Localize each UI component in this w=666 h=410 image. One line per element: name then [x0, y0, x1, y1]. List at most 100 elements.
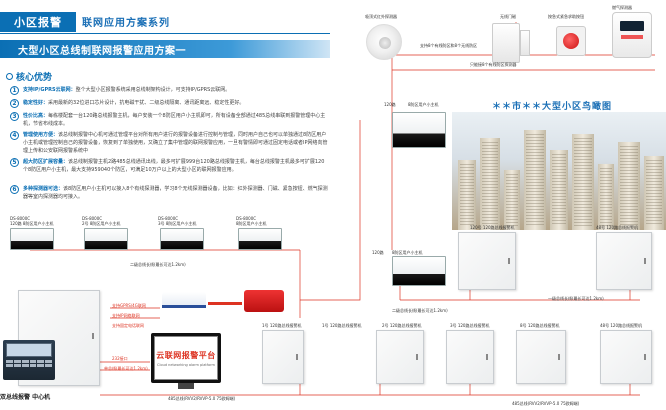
bus-alarm-cabinet — [596, 232, 652, 290]
phone-note: 支持固定电话联网 — [112, 323, 144, 328]
user-host-device — [84, 228, 128, 250]
wireless-label: 无线门磁 — [500, 14, 516, 19]
host-label: 120路 8防区用户小主机 — [10, 221, 54, 226]
emergency-button-icon — [563, 33, 579, 49]
one-line-note: 单总线(最长可达1.2km) — [104, 366, 148, 371]
header-tag: 小区报警 — [0, 12, 76, 32]
advantages-title: 核心优势 — [6, 70, 52, 83]
lan-note: 232接口 — [112, 356, 128, 361]
advantage-title: 性价比高： — [23, 113, 49, 119]
bus-alarm-cabinet — [262, 330, 304, 384]
monitor-stand — [178, 383, 194, 389]
lens-icon — [379, 37, 391, 49]
ceiling-pir-detector — [366, 24, 402, 60]
cabinet-label: 120号 120路总线报警机 — [470, 225, 515, 230]
circle-bullet-icon — [6, 73, 13, 80]
advantage-title: 超大防区扩展容量： — [23, 159, 69, 165]
platform-title: 云联网报警平台 — [156, 350, 216, 360]
gas-detector — [612, 12, 652, 58]
lock-icon — [416, 354, 418, 361]
cloud-platform-monitor: 云联网报警平台 Cloud networking alarm platform — [151, 333, 221, 383]
advantage-number: 5 — [10, 158, 19, 167]
advantages-title-text: 核心优势 — [16, 73, 53, 83]
header-divider — [0, 33, 330, 34]
gprs-note: 支持GPRS/4G联网 — [112, 303, 146, 308]
advantage-item: 5 超大防区扩展容量：该总线制报警主机2路485总线通讯出线，最多可扩展999台… — [10, 158, 328, 174]
bus-485-note-b: 485总线(RVV2/RVVP-5.0 75欧姆端) — [512, 401, 580, 406]
host-model: DS-8000C — [236, 216, 257, 221]
platform-subtitle: Cloud networking alarm platform — [157, 362, 215, 367]
advantage-text: 该总线制报警中心机可通过管理平台对所有用户进行的报警设备进行控制与管理，同时用户… — [23, 132, 328, 154]
advantage-item: 3 性价比高：每栋楼配套一台120路总线报警主机，每户安装一个8防区用户小主机即… — [10, 112, 328, 128]
center-label: 双总线报警 中心机 — [0, 394, 51, 401]
user-host-device — [10, 228, 54, 250]
advantage-item: 2 稳定性好：采用最新的32位进口芯片设计，抗电磁干扰、二级总线隔离、通讯距离远… — [10, 99, 328, 108]
advantage-text: 整个大型小区报警系统采用总线制架构设计，可支持IP/GPRS云联网。 — [75, 87, 231, 93]
advantage-title: 稳定性好： — [23, 100, 49, 106]
host-model: DS-8000C — [10, 216, 31, 221]
wireless-door-sensor — [492, 23, 520, 63]
bus-two-note: 二级总线长线(最长可达1.2km) — [130, 262, 186, 267]
overview-title: ＊＊市＊＊大型小区鸟瞰图 — [492, 102, 613, 112]
user-host-device — [238, 228, 282, 250]
aerial-view-image — [452, 112, 666, 230]
advantage-item: 4 管理使用方便：该总线制报警中心机可通过管理平台对所有用户进行的报警设备进行控… — [10, 131, 328, 155]
unit-sub-label: 8防区用户小主机 — [408, 102, 439, 107]
host-label: 2号 8防区用户小主机 — [82, 221, 121, 226]
cabinet-label: 3号 120路总线报警机 — [450, 323, 490, 328]
advantage-item: 6 多种探测器可选：该8防区用户小主机可以接入8个有线探测器，学习8个无线探测器… — [10, 185, 328, 201]
bus-alarm-cabinet — [600, 330, 652, 384]
panic-button-plate — [556, 26, 586, 56]
advantage-title: 管理使用方便： — [23, 132, 59, 138]
panic-label: 按急式紧急求助按钮 — [548, 14, 584, 19]
lcd-screen — [6, 343, 52, 357]
cabinet-label: 1号 120路总线报警机 — [322, 323, 362, 328]
gas-indicator-icon — [621, 35, 643, 39]
zone-support-note: 支持8个有线防区和8个无线防区 — [420, 43, 478, 48]
unit-count: 120路 — [372, 250, 384, 255]
bus-alarm-cabinet — [458, 232, 516, 290]
bus-alarm-cabinet — [446, 330, 494, 384]
lock-icon — [644, 354, 646, 361]
lock-icon — [486, 354, 488, 361]
cabinet-label: 2号 120路总线报警机 — [382, 323, 422, 328]
host-model: DS-8000C — [82, 216, 103, 221]
cable-note: 只能接8个有线防区探测器 — [470, 62, 517, 67]
solution-banner: 大型小区总线制联网报警应用方案一 — [0, 40, 330, 58]
advantage-title: 支持IP/GPRS云联网： — [23, 87, 76, 93]
header-series: 联网应用方案系列 — [82, 18, 170, 29]
lock-icon — [296, 354, 298, 361]
host-label: 3号 8防区用户小主机 — [158, 221, 197, 226]
center-control-panel — [3, 340, 55, 380]
advantage-text: 每栋楼配套一台120路总线报警主机，每户安装一个8防区用户小主机即可，所有设备全… — [23, 113, 326, 127]
advantage-number: 1 — [10, 86, 19, 95]
advantage-number: 2 — [10, 99, 19, 108]
fire-truck-icon — [244, 290, 284, 312]
lock-icon — [558, 354, 560, 361]
gas-display-icon — [620, 21, 644, 31]
cabinet-label: 48号 120路总线报警机 — [596, 225, 638, 230]
advantage-text: 该8防区用户小主机可以接入8个有线探测器，学习8个无线探测器设备，比如：红外探测… — [23, 186, 328, 200]
host-label: 8防区用户小主机 — [236, 221, 267, 226]
advantage-number: 6 — [10, 185, 19, 194]
lock-icon — [644, 258, 646, 265]
user-host-device — [160, 228, 204, 250]
advantage-item: 1 支持IP/GPRS云联网：整个大型小区报警系统采用总线制架构设计，可支持IP… — [10, 86, 328, 95]
ip-note: 支持IP网络联网 — [112, 313, 140, 318]
bus-alarm-cabinet — [516, 330, 566, 384]
advantage-text: 采用最新的32位进口芯片设计，抗电磁干扰、二级总线隔离、通讯距离远、稳定性更好。 — [48, 100, 245, 106]
bus-two-note-b: 二级总线长线(最长可达1.2km) — [392, 308, 448, 313]
unit-sub-label: 8防区用户小主机 — [392, 250, 423, 255]
advantage-text: 该总线制报警主机2路485总线通讯出线，最多可扩展999台120路总线报警主机，… — [23, 159, 325, 173]
bus-one-note: 一级总线长线(最长可达1.2km) — [548, 296, 604, 301]
ambulance-icon — [208, 290, 242, 312]
user-host-device — [392, 256, 446, 286]
cabinet-label: 1号 120路总线报警机 — [262, 323, 302, 328]
advantage-number: 3 — [10, 112, 19, 121]
lock-icon — [508, 258, 510, 265]
detector-label: 吸顶式红外探测器 — [365, 14, 397, 19]
bus-alarm-cabinet — [376, 330, 424, 384]
advantage-number: 4 — [10, 131, 19, 140]
unit-count: 120路 — [384, 102, 396, 107]
cabinet-label: 8号 120路总线报警机 — [520, 323, 560, 328]
